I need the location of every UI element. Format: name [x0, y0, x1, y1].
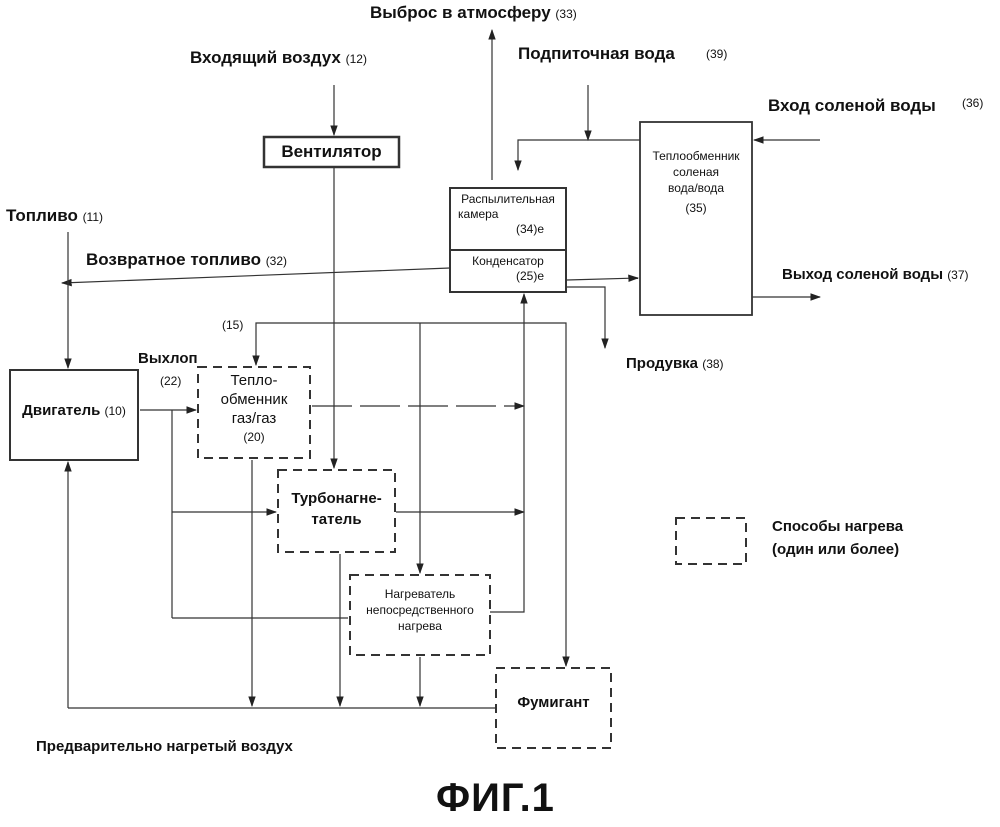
label-ref-15: (15)	[222, 318, 243, 332]
label-exhaust: Выхлоп	[138, 350, 198, 367]
fan-label: Вентилятор	[264, 142, 399, 162]
hx-gas-label: Тепло- обменник газ/газ (20)	[198, 371, 310, 447]
direct-heater-label: Нагреватель непосредственного нагрева	[350, 586, 490, 634]
label-saltwater-in: Вход соленой воды	[768, 96, 936, 116]
flow-heater-condenser	[490, 294, 524, 612]
flow-blowdown	[567, 287, 605, 348]
flow-loop-15	[256, 323, 566, 365]
label-purge: Продувка (38)	[626, 355, 724, 372]
condenser-label: Конденсатор (25)е	[450, 254, 566, 284]
legend-line2: (один или более)	[772, 541, 899, 558]
label-atmosphere: Выброс в атмосферу (33)	[370, 3, 577, 23]
label-makeup-water-ref: (39)	[706, 47, 727, 61]
label-exhaust-ref: (22)	[160, 374, 181, 388]
engine-label: Двигатель (10)	[10, 402, 138, 419]
legend-line1: Способы нагрева	[772, 518, 903, 535]
label-return-fuel: Возвратное топливо (32)	[86, 250, 287, 270]
figure-caption: ФИГ.1	[436, 776, 555, 821]
label-incoming-air: Входящий воздух (12)	[190, 48, 367, 68]
flow-condenser-hx	[567, 278, 638, 280]
label-saltwater-in-ref: (36)	[962, 96, 983, 110]
hx-saltwater-label: Теплообменник соленая вода/вода (35)	[640, 148, 752, 216]
flow-return-fuel	[62, 268, 450, 283]
label-saltwater-out: Выход соленой воды (37)	[782, 266, 969, 283]
flow-hx-spray	[518, 140, 640, 170]
fumigant-label: Фумигант	[496, 694, 611, 711]
label-preheated-air: Предварительно нагретый воздух	[36, 738, 293, 755]
label-makeup-water: Подпиточная вода	[518, 44, 675, 64]
turbo-label: Турбонагне- татель	[278, 488, 395, 530]
spray-chamber-label: Распылительная камера (34)е	[450, 192, 566, 237]
label-fuel: Топливо (11)	[6, 206, 103, 226]
legend-dashed-box	[676, 518, 746, 564]
